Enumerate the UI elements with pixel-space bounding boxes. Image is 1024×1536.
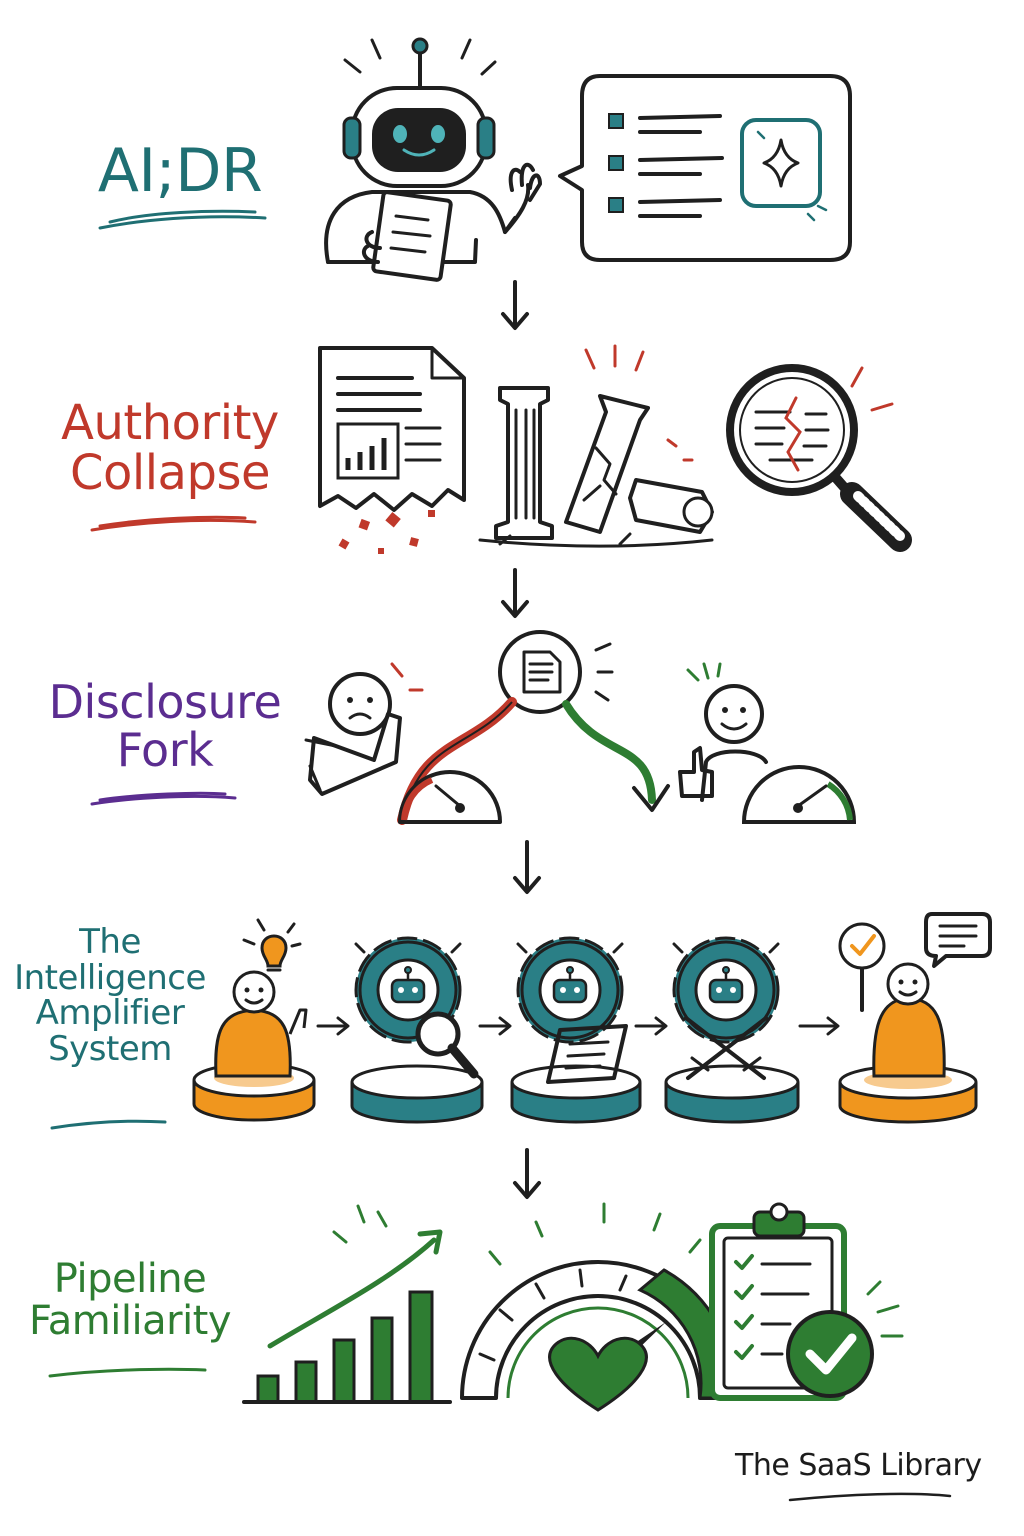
stage-label-pipeline-familiarity: Pipeline Familiarity: [20, 1258, 240, 1342]
stage-label-line: System: [48, 1029, 172, 1070]
sad-person-icon: [304, 662, 424, 796]
stage-label-line: Collapse: [70, 445, 270, 502]
platform-teal-2: [510, 1064, 642, 1124]
growth-chart-icon: [242, 1204, 452, 1404]
stage-label-disclosure-fork: Disclosure Fork: [40, 678, 290, 775]
broken-pillar-icon: [478, 344, 714, 548]
heart-gauge-icon: [460, 1202, 736, 1412]
platform-teal-1: [350, 1064, 484, 1124]
sparkle-icon: [762, 138, 800, 188]
speech-bubble-checklist-icon: [558, 74, 852, 262]
stage-label-intelligence-amplifier: The Intelligence Amplifier System: [10, 922, 210, 1070]
stage-label-ai-dr: AI;DR: [60, 140, 300, 203]
underline-brand: [788, 1492, 952, 1502]
underline-amplifier: [50, 1119, 167, 1130]
brand-signature: The SaaS Library: [735, 1448, 982, 1483]
stage-label-line: Familiarity: [28, 1298, 232, 1344]
right-arrow-icon: [478, 1016, 512, 1036]
right-arrow-icon: [798, 1016, 840, 1036]
robot-icon: [324, 37, 542, 282]
stage-label-line: AI;DR: [97, 136, 263, 206]
clipboard-check-icon: [709, 1202, 904, 1401]
happy-person-icon: [678, 662, 768, 802]
crossed-swords-icon: [684, 1016, 768, 1080]
gauge-icon: [398, 765, 857, 824]
down-arrow-icon: [513, 840, 541, 894]
stage-label-line: Intelligence: [14, 957, 206, 998]
stage-label-line: Disclosure: [48, 675, 282, 729]
stage-label-line: Fork: [116, 723, 214, 778]
down-arrow-icon: [513, 1148, 541, 1199]
stage-label-line: The: [79, 922, 141, 962]
down-arrow-icon: [501, 280, 529, 330]
person-approve-icon: [838, 912, 992, 1078]
underline-pipeline: [48, 1367, 207, 1378]
platform-teal-3: [664, 1064, 800, 1124]
magnifier-icon: [415, 1011, 479, 1079]
lightbulb-icon: [260, 934, 288, 968]
right-arrow-icon: [634, 1016, 668, 1036]
magnifier-crack-icon: [726, 364, 912, 552]
gear-robot-icon: [516, 936, 624, 1044]
stage-label-line: Pipeline: [53, 1256, 207, 1302]
down-arrow-icon: [501, 568, 529, 618]
scroll-icon: [546, 1024, 628, 1084]
right-arrow-icon: [316, 1016, 350, 1036]
stage-label-authority-collapse: Authority Collapse: [40, 398, 300, 499]
stage-label-line: Amplifier: [35, 993, 185, 1034]
underline-authority: [90, 515, 257, 532]
underline-disclosure: [90, 791, 237, 806]
underline-ai-dr: [98, 209, 267, 230]
gear-robot-icon: [672, 936, 780, 1044]
stage-label-line: Authority: [61, 395, 279, 451]
torn-document-icon: [318, 346, 466, 554]
person-idea-icon: [214, 918, 308, 1078]
